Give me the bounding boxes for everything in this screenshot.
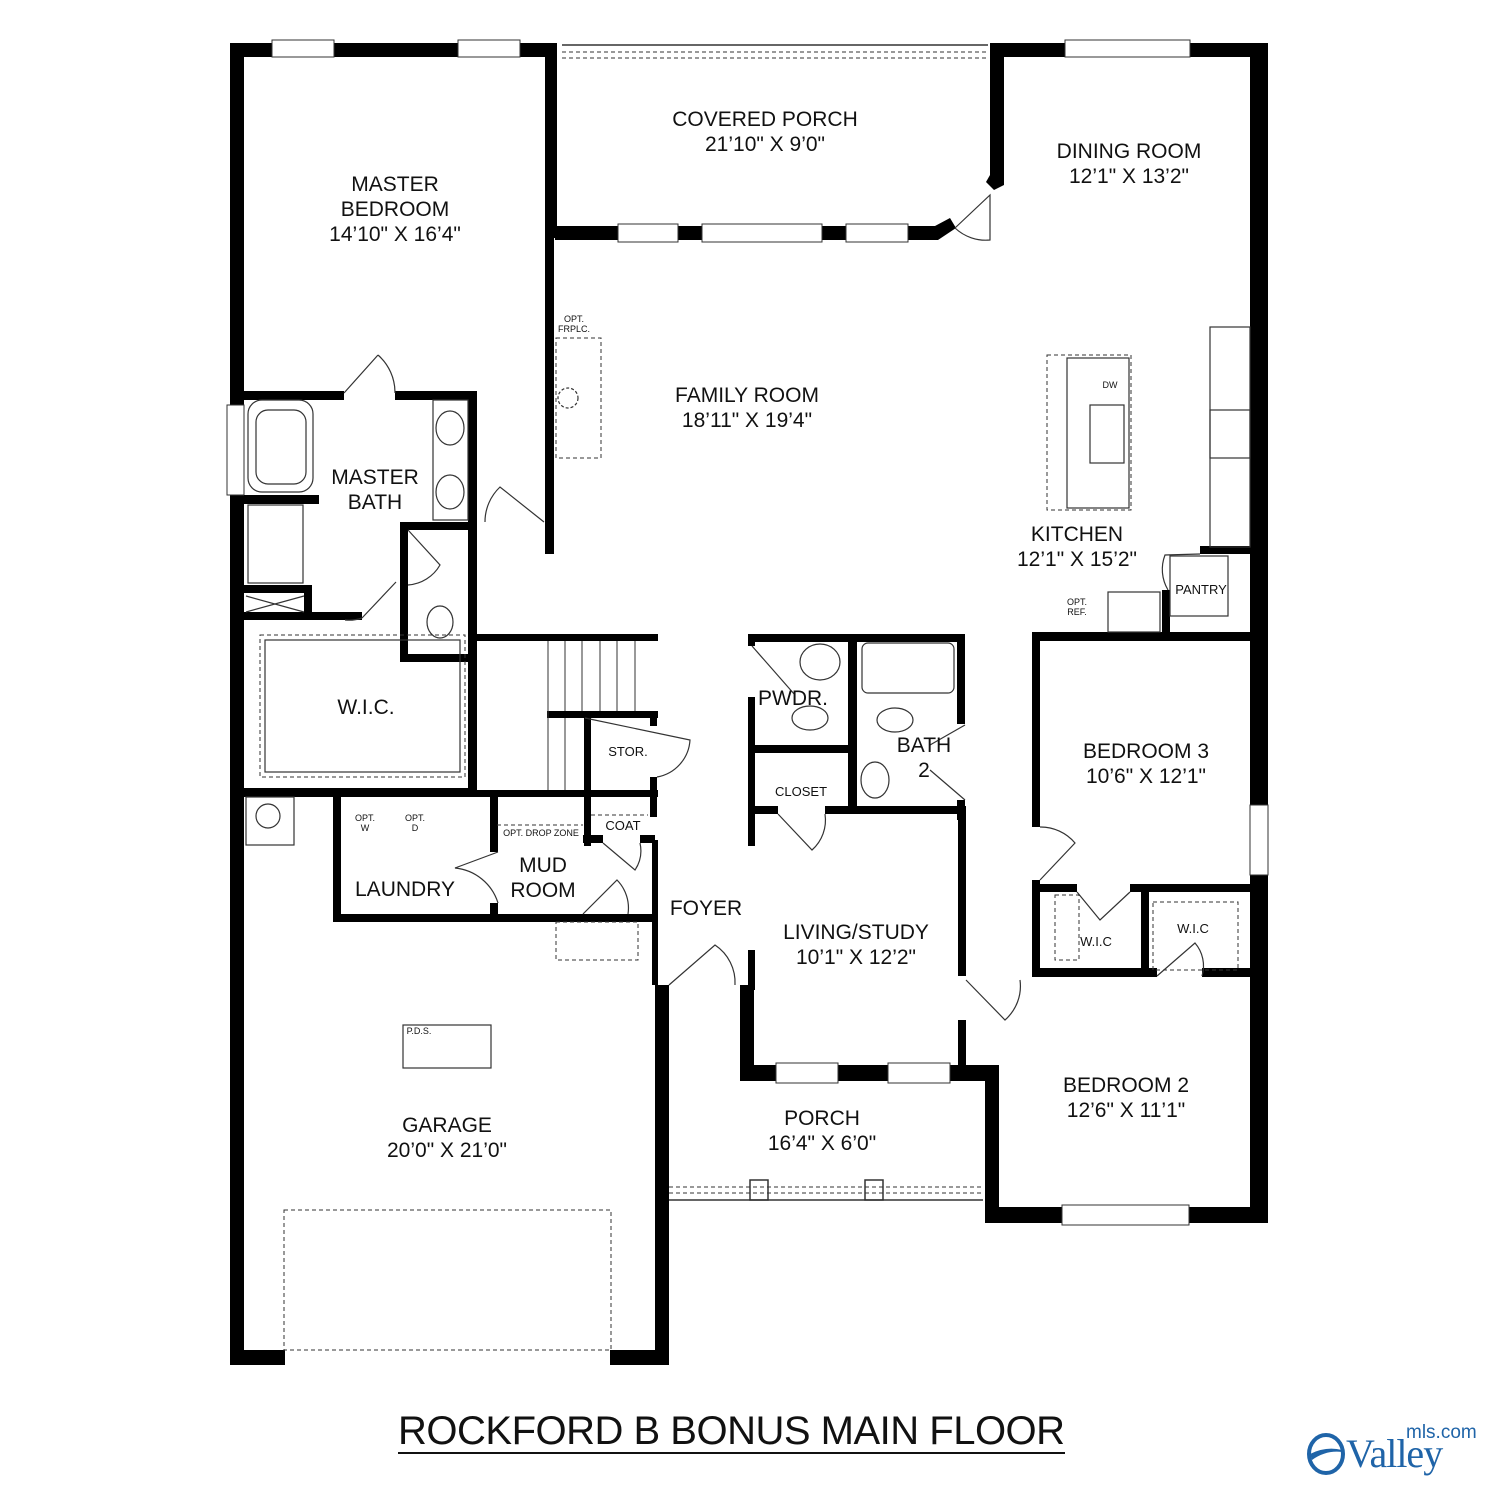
room-dimensions: 21’10" X 9’0" <box>705 133 825 157</box>
room-master-bath: MASTER BATH <box>331 465 419 515</box>
room-dimensions: 18’11" X 19’4" <box>681 409 813 433</box>
room-name: W.I.C <box>1177 921 1209 936</box>
room-name: LIVING/STUDY <box>783 921 929 944</box>
stairs <box>547 641 636 790</box>
room-name: GARAGE <box>402 1114 492 1137</box>
room-porch: PORCH 16’4" X 6’0" <box>768 1106 876 1156</box>
room-storage: STOR. <box>608 744 648 760</box>
plan-title: ROCKFORD B BONUS MAIN FLOOR <box>398 1409 1065 1454</box>
room-pantry: PANTRY <box>1175 582 1227 598</box>
windows <box>226 39 1269 1226</box>
room-bedroom-3: BEDROOM 3 10’6" X 12’1" <box>1083 739 1209 789</box>
room-bedroom-2: BEDROOM 2 12’6" X 11’1" <box>1063 1073 1189 1123</box>
room-name: CLOSET <box>774 784 828 799</box>
room-name: MASTER <box>351 173 439 196</box>
room-name: BATH <box>347 491 403 515</box>
room-master-wic: W.I.C. <box>337 695 394 720</box>
room-name: FAMILY ROOM <box>675 384 819 407</box>
room-name: KITCHEN <box>1030 523 1124 546</box>
porch-beams <box>562 51 988 1194</box>
room-laundry: LAUNDRY <box>355 877 455 902</box>
garage-door <box>283 1209 612 1351</box>
note-line: FRPLC. <box>557 323 591 334</box>
shelving <box>259 337 1239 971</box>
room-name: BATH <box>896 734 952 757</box>
room-name: MUD <box>519 854 567 877</box>
room-powder: PWDR. <box>758 686 828 711</box>
pds-note: P.D.S. <box>406 1026 432 1037</box>
note-line: OPT. <box>404 813 426 823</box>
room-name: COAT <box>605 818 641 833</box>
room-name: PWDR. <box>758 687 828 710</box>
room-dimensions: 12’1" X 15’2" <box>1017 548 1137 572</box>
note-line: OPT. <box>563 314 585 324</box>
room-dimensions: 20’0" X 21’0" <box>387 1139 507 1163</box>
room-name: PANTRY <box>1175 582 1227 597</box>
note-line: OPT. DROP ZONE <box>503 828 579 838</box>
note-line: W <box>360 822 370 833</box>
room-dimensions: 12’1" X 13’2" <box>1068 165 1189 189</box>
room-name: FOYER <box>669 897 743 920</box>
room-kitchen: KITCHEN 12’1" X 15’2" <box>1017 522 1137 572</box>
room-name: STOR. <box>608 744 648 759</box>
room-foyer: FOYER <box>670 896 742 921</box>
room-master-bedroom: MASTER BEDROOM 14’10" X 16’4" <box>329 172 461 248</box>
room-name: ROOM <box>510 879 576 903</box>
room-name: DINING ROOM <box>1056 140 1202 163</box>
note-line: D <box>411 822 419 833</box>
room-name: BEDROOM <box>340 198 450 222</box>
valley-swoosh-icon <box>1307 1433 1345 1475</box>
room-coat: COAT <box>605 818 640 834</box>
room-dimensions: 16’4" X 6’0" <box>767 1132 877 1156</box>
room-name: BEDROOM 3 <box>1082 740 1210 763</box>
room-name: MASTER <box>331 466 419 489</box>
interior-walls <box>230 391 1268 1080</box>
door-swings <box>343 193 1205 1021</box>
room-wic-bedroom-3: W.I.C <box>1080 934 1112 950</box>
logo-suffix: mls.com <box>1406 1422 1477 1443</box>
valleymls-logo: Valley mls.com <box>1306 1422 1496 1478</box>
room-garage: GARAGE 20’0" X 21’0" <box>387 1113 507 1163</box>
drop-zone-note: OPT. DROP ZONE <box>503 828 579 839</box>
room-name: W.I.C <box>1080 934 1112 949</box>
room-covered-porch: COVERED PORCH 21’10" X 9’0" <box>672 107 858 157</box>
room-mud-room: MUD ROOM <box>510 853 575 903</box>
dryer-note: OPT. D <box>404 813 426 834</box>
note-line: OPT. <box>1066 597 1088 607</box>
fixtures <box>245 387 1251 846</box>
room-dining-room: DINING ROOM 12’1" X 13’2" <box>1057 139 1202 189</box>
washer-note: OPT. W <box>354 813 376 834</box>
room-name: 2 <box>918 759 930 783</box>
room-name: W.I.C. <box>337 696 395 719</box>
room-bath-2: BATH 2 <box>897 733 951 783</box>
room-dimensions: 12’6" X 11’1" <box>1066 1099 1186 1123</box>
room-name: BEDROOM 2 <box>1062 1074 1190 1097</box>
note-line: REF. <box>1067 606 1087 617</box>
note-line: OPT. <box>354 813 376 823</box>
room-name: LAUNDRY <box>355 878 455 901</box>
logo-word: Valley <box>1346 1431 1443 1476</box>
note-line: DW <box>1102 380 1118 390</box>
note-line: P.D.S. <box>406 1026 432 1036</box>
room-dimensions: 10’6" X 12’1" <box>1086 765 1206 789</box>
room-closet: CLOSET <box>775 784 827 800</box>
room-name: COVERED PORCH <box>672 108 858 131</box>
room-dimensions: 14’10" X 16’4" <box>329 223 461 247</box>
dishwasher-note: DW <box>1102 380 1118 391</box>
room-name: PORCH <box>784 1107 860 1130</box>
room-family-room: FAMILY ROOM 18’11" X 19’4" <box>675 383 819 433</box>
room-dimensions: 10’1" X 12’2" <box>796 946 916 970</box>
room-wic-bedroom-2: W.I.C <box>1177 921 1209 937</box>
room-living-study: LIVING/STUDY 10’1" X 12’2" <box>783 920 929 970</box>
refrigerator-note: OPT. REF. <box>1066 597 1088 618</box>
fireplace-note: OPT. FRPLC. <box>557 314 591 335</box>
